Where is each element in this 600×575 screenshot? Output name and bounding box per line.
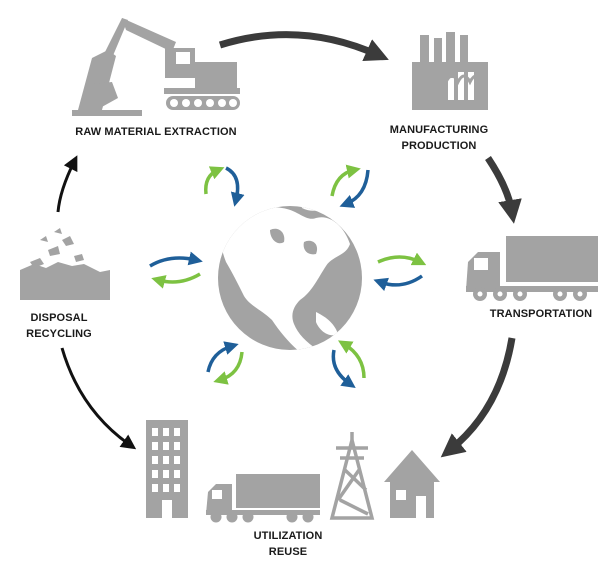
arrow-transportation-to-utilization [440,337,516,458]
label-disposal-recycling: DISPOSAL RECYCLING [14,310,104,342]
exchange-arrows-left [149,251,203,289]
transportation-text: TRANSPORTATION [489,308,593,320]
exchange-arrows-right [373,252,427,291]
building-icon [146,420,188,518]
waste-pile-icon [20,228,110,300]
arrow-disposal-to-extraction [56,155,78,213]
arrow-manufacturing-to-transportation [485,156,522,224]
raw-material-text: RAW MATERIAL EXTRACTION [75,126,237,138]
label-transportation: TRANSPORTATION [486,306,596,322]
power-tower-icon [329,432,375,520]
production-text: PRODUCTION [401,140,477,152]
exchange-arrows-lower-left [206,341,244,385]
label-raw-material-extraction: RAW MATERIAL EXTRACTION [66,124,246,140]
label-utilization-reuse: UTILIZATION REUSE [240,528,336,560]
truck-icon-utilization [206,474,320,523]
reuse-text: REUSE [268,546,308,558]
recycling-text: RECYCLING [26,328,92,340]
factory-icon [412,32,488,110]
arrow-disposal-to-utilization [60,347,137,450]
arrow-extraction-to-manufacturing [218,31,389,61]
truck-icon-transport [466,236,598,301]
excavator-icon [72,18,240,116]
exchange-arrows-upper-left [204,166,245,207]
house-icon [384,450,440,518]
disposal-text: DISPOSAL [30,312,88,324]
globe-icon [218,206,362,350]
manufacturing-text: MANUFACTURING [389,124,489,136]
label-manufacturing-production: MANUFACTURING PRODUCTION [384,122,494,154]
exchange-arrows-upper-right [330,164,370,208]
exchange-arrows-lower-right [331,340,366,389]
utilization-text: UTILIZATION [253,530,323,542]
